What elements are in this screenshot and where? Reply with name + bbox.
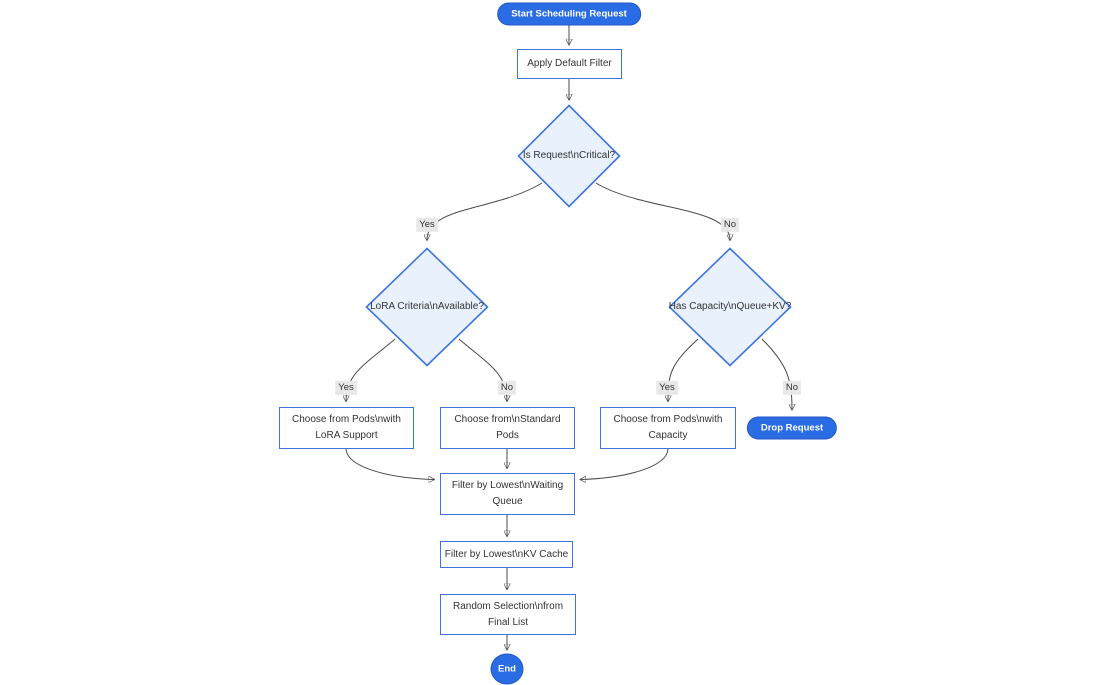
node-choose-capacity-pods-label: Choose from Pods\nwith Capacity	[613, 414, 723, 441]
node-end: End	[490, 653, 524, 685]
node-choose-capacity-pods: Choose from Pods\nwith Capacity	[600, 407, 736, 449]
edge-label-critical-no: No	[720, 217, 740, 233]
decision-lora-criteria: LoRA Criteria\nAvailable?	[365, 247, 489, 367]
node-start: Start Scheduling Request	[497, 2, 641, 26]
edge-label-lora-yes: Yes	[335, 380, 357, 396]
node-choose-lora-pods-label: Choose from Pods\nwith LoRA Support	[292, 414, 401, 441]
node-choose-standard-pods-label: Choose from\nStandard Pods	[454, 414, 561, 441]
diamond-shape	[517, 104, 621, 208]
node-drop-request: Drop Request	[746, 416, 838, 440]
decision-is-request-critical-label: Is Request\nCritical?	[522, 150, 616, 161]
decision-lora-criteria-label: LoRA Criteria\nAvailable?	[370, 301, 484, 312]
edge-label-capacity-yes: Yes	[656, 380, 678, 396]
edge-label-critical-yes: Yes	[416, 217, 438, 233]
edge-choose-lora-to-filter-waiting	[345, 448, 434, 480]
node-end-label: End	[498, 663, 516, 675]
node-filter-waiting-queue: Filter by Lowest\nWaiting Queue	[440, 473, 575, 515]
decision-is-request-critical: Is Request\nCritical?	[517, 104, 621, 208]
node-apply-default-filter-label: Apply Default Filter	[527, 58, 612, 69]
diamond-shape	[365, 247, 489, 367]
node-random-selection-label: Random Selection\nfrom Final List	[452, 600, 564, 628]
edge-label-lora-no: No	[497, 380, 517, 396]
node-filter-waiting-queue-label: Filter by Lowest\nWaiting Queue	[451, 480, 564, 507]
node-apply-default-filter: Apply Default Filter	[517, 49, 622, 79]
node-start-label: Start Scheduling Request	[511, 8, 627, 20]
edge-label-capacity-no: No	[782, 380, 802, 396]
diamond-shape	[668, 247, 792, 367]
node-random-selection: Random Selection\nfrom Final List	[440, 594, 576, 635]
edge-capacity-no-to-drop	[761, 338, 792, 410]
node-filter-kv-cache: Filter by Lowest\nKV Cache	[440, 541, 573, 568]
edge-choose-capacity-to-filter-waiting	[581, 448, 669, 480]
decision-has-capacity-label: Has Capacity\nQueue+KV?	[668, 301, 792, 312]
node-choose-lora-pods: Choose from Pods\nwith LoRA Support	[279, 407, 414, 449]
decision-has-capacity: Has Capacity\nQueue+KV?	[668, 247, 792, 367]
node-drop-request-label: Drop Request	[760, 422, 824, 434]
node-choose-standard-pods: Choose from\nStandard Pods	[440, 407, 575, 449]
node-filter-kv-cache-label: Filter by Lowest\nKV Cache	[444, 548, 569, 560]
